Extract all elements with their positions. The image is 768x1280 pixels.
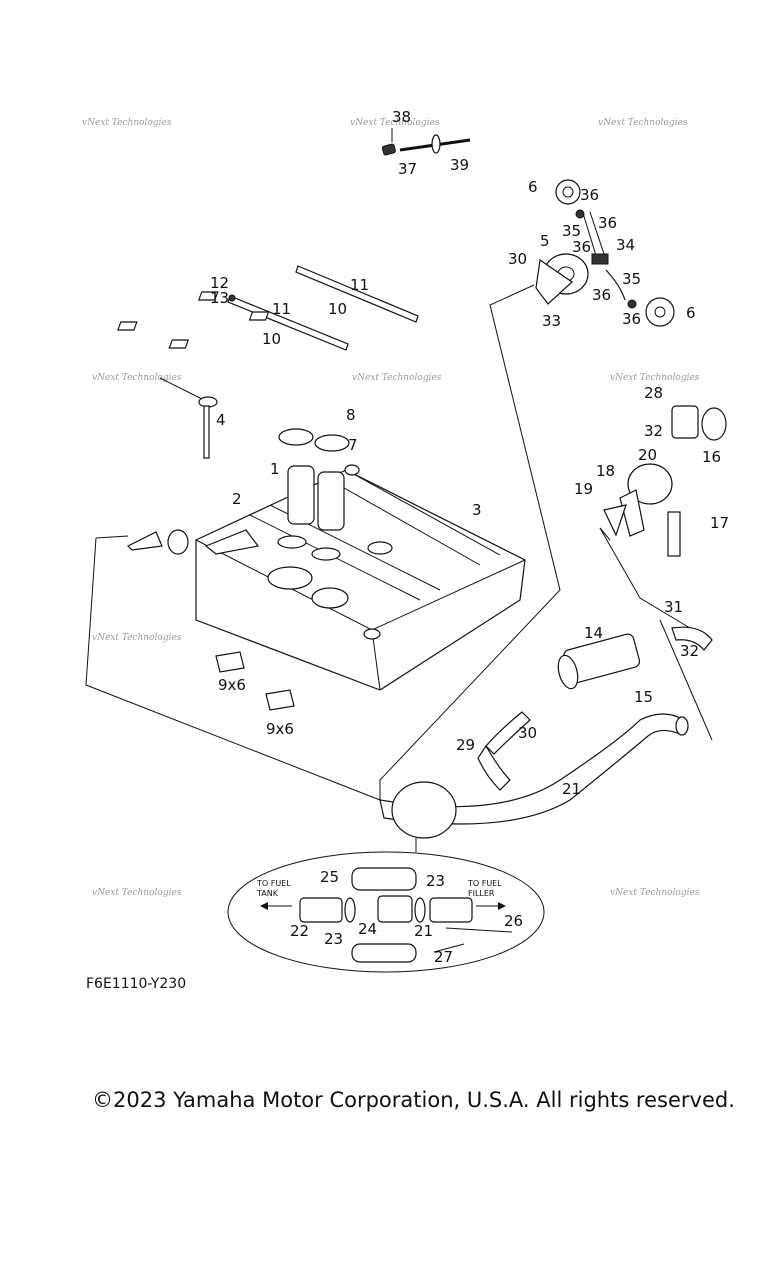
callout-24: 24 <box>358 920 377 938</box>
callout-9x6: 9x6 <box>266 720 294 738</box>
to-fuel-tank-label-2: TANK <box>256 889 279 898</box>
callout-6: 6 <box>686 304 696 322</box>
callout-36: 36 <box>622 310 641 328</box>
tank-straps <box>117 265 419 351</box>
callout-15: 15 <box>634 688 653 706</box>
watermark: vNext Technologies <box>598 118 688 128</box>
callout-36: 36 <box>572 238 591 256</box>
callout-26: 26 <box>504 912 523 930</box>
filler-fitting-assembly <box>535 179 675 327</box>
callout-14: 14 <box>584 624 603 642</box>
callout-37: 37 <box>398 160 417 178</box>
callout-36: 36 <box>598 214 617 232</box>
callout-10: 10 <box>262 330 281 348</box>
callout-6: 6 <box>528 178 538 196</box>
watermark: vNext Technologies <box>92 633 182 643</box>
callout-31: 31 <box>664 598 683 616</box>
to-fuel-filler-label-1: TO FUEL <box>467 879 502 888</box>
callout-20: 20 <box>638 446 657 464</box>
to-fuel-filler-label-2: FILLER <box>468 889 495 898</box>
callout-30: 30 <box>518 724 537 742</box>
callout-9x6: 9x6 <box>218 676 246 694</box>
to-fuel-tank-label-1: TO FUEL <box>256 879 291 888</box>
callout-1: 1 <box>270 460 280 478</box>
callout-27: 27 <box>434 948 453 966</box>
callout-3: 3 <box>472 501 482 519</box>
callout-21: 21 <box>562 780 581 798</box>
callout-39: 39 <box>450 156 469 174</box>
diagram-code: F6E1110-Y230 <box>86 976 187 992</box>
tank-pads <box>215 651 295 711</box>
callout-28: 28 <box>644 384 663 402</box>
callout-2: 2 <box>232 490 242 508</box>
callout-29: 29 <box>456 736 475 754</box>
fuel-level-sender <box>159 377 218 459</box>
callout-8: 8 <box>346 406 356 424</box>
callout-34: 34 <box>616 236 635 254</box>
watermark: vNext Technologies <box>610 888 700 898</box>
callout-17: 17 <box>710 514 729 532</box>
callout-30: 30 <box>508 250 527 268</box>
fuel-tank <box>126 428 526 691</box>
callout-11: 11 <box>350 276 369 294</box>
assembly-boundary-lines <box>85 284 713 801</box>
callout-7: 7 <box>348 436 358 454</box>
watermark: vNext Technologies <box>92 373 182 383</box>
drain-plug-assembly <box>381 128 471 156</box>
watermark: vNext Technologies <box>92 888 182 898</box>
fuel-outlet-assembly <box>603 405 727 557</box>
callout-23: 23 <box>426 872 445 890</box>
watermark: vNext Technologies <box>610 373 700 383</box>
callout-32: 32 <box>680 642 699 660</box>
callout-32: 32 <box>644 422 663 440</box>
callout-25: 25 <box>320 868 339 886</box>
callout-35: 35 <box>622 270 641 288</box>
callout-16: 16 <box>702 448 721 466</box>
callout-36: 36 <box>580 186 599 204</box>
copyright-notice: ©2023 Yamaha Motor Corporation, U.S.A. A… <box>92 1088 735 1112</box>
callout-23: 23 <box>324 930 343 948</box>
callout-35: 35 <box>562 222 581 240</box>
watermark: vNext Technologies <box>82 118 172 128</box>
callout-4: 4 <box>216 411 226 429</box>
callout-5: 5 <box>540 232 550 250</box>
callout-22: 22 <box>290 922 309 940</box>
callout-12: 12 <box>210 274 229 292</box>
callout-labels: 38 37 39 6 36 36 35 5 36 34 30 35 36 33 … <box>210 108 729 966</box>
callout-19: 19 <box>574 480 593 498</box>
callout-10: 10 <box>328 300 347 318</box>
callout-36: 36 <box>592 286 611 304</box>
callout-33: 33 <box>542 312 561 330</box>
coupler-detail-view <box>227 838 545 973</box>
callout-11: 11 <box>272 300 291 318</box>
detail-direction-labels: TO FUEL TANK TO FUEL FILLER <box>256 879 502 898</box>
watermark: vNext Technologies <box>352 373 442 383</box>
watermark: vNext Technologies <box>350 118 440 128</box>
callout-13: 13 <box>210 289 229 307</box>
callout-38: 38 <box>392 108 411 126</box>
callout-18: 18 <box>596 462 615 480</box>
fuel-pump-and-hoses <box>379 626 713 839</box>
callout-21: 21 <box>414 922 433 940</box>
